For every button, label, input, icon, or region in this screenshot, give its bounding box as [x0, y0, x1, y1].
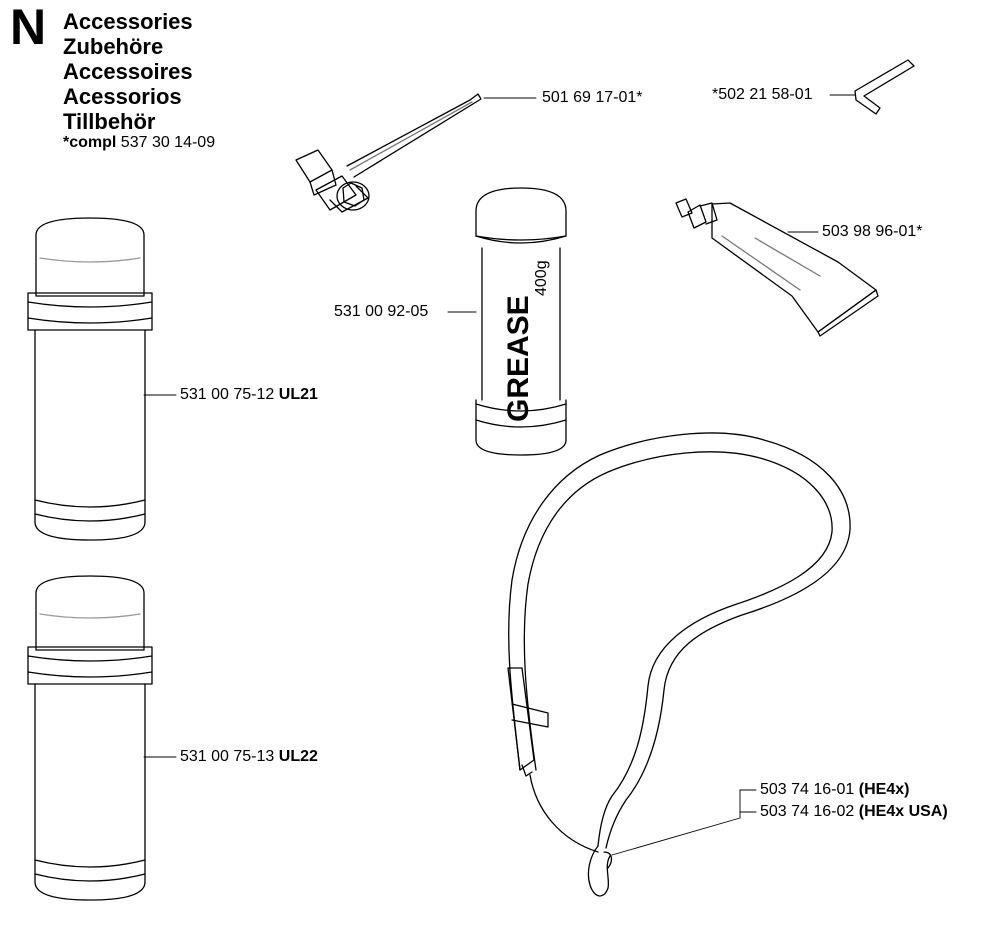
compl-number: 537 30 14-09: [120, 134, 216, 151]
harness-strap-drawing: [507, 432, 851, 897]
leader-lines: [143, 94, 856, 856]
spray-can-1-drawing: [27, 217, 153, 541]
part-label-grease[interactable]: 531 00 92-05: [334, 302, 428, 322]
title-block: Accessories Zubehöre Accessoires Acessor…: [63, 9, 193, 134]
title-swedish: Tillbehör: [63, 109, 156, 134]
spray-1-part-number: 531 00 75-12: [180, 386, 275, 403]
spray-can-2-drawing: [27, 575, 153, 901]
tube-part-number: 503 98 96-01*: [822, 223, 923, 240]
compl-prefix: *compl: [63, 134, 117, 151]
spray-1-code: UL21: [278, 386, 318, 403]
harness-1-part-number: 503 74 16-01: [760, 781, 855, 798]
complete-kit-number: *compl 537 30 14-09: [63, 133, 215, 153]
spray-2-code: UL22: [278, 748, 318, 765]
grease-part-number: 531 00 92-05: [334, 303, 429, 320]
harness-1-variant: (HE4x): [858, 781, 910, 798]
grease-tube-drawing: [675, 198, 879, 337]
part-label-spray-2[interactable]: 531 00 75-13 UL22: [180, 747, 318, 767]
part-label-tube[interactable]: 503 98 96-01*: [822, 222, 923, 242]
section-letter: N: [10, 0, 47, 55]
harness-2-part-number: 503 74 16-02: [760, 803, 855, 820]
combination-wrench-drawing: [295, 93, 482, 213]
grease-print-main: GREASE: [502, 295, 535, 422]
part-label-harness-2[interactable]: 503 74 16-02 (HE4x USA): [760, 802, 948, 822]
grease-print-weight: 400g: [533, 260, 550, 296]
title-french: Accessoires: [63, 59, 193, 84]
title-portuguese: Acessorios: [63, 84, 182, 109]
allen-key-drawing: [854, 59, 915, 115]
title-german: Zubehöre: [63, 34, 164, 59]
spray-2-part-number: 531 00 75-13: [180, 748, 275, 765]
title-english: Accessories: [63, 9, 193, 34]
part-label-wrench[interactable]: 501 69 17-01*: [542, 88, 643, 108]
allen-key-part-number: *502 21 58-01: [712, 86, 813, 103]
grease-cartridge-drawing: [475, 187, 567, 456]
part-label-harness-1[interactable]: 503 74 16-01 (HE4x): [760, 780, 909, 800]
harness-2-variant: (HE4x USA): [858, 803, 948, 820]
part-label-allen-key[interactable]: *502 21 58-01: [712, 85, 813, 105]
part-label-spray-1[interactable]: 531 00 75-12 UL21: [180, 385, 318, 405]
wrench-part-number: 501 69 17-01*: [542, 89, 643, 106]
